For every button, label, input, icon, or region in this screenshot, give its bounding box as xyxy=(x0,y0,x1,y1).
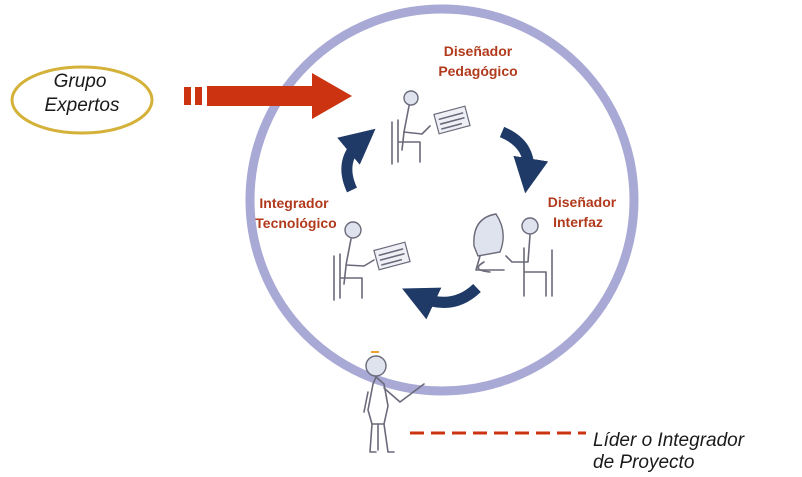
input-arrow xyxy=(184,73,352,119)
role-interface-line1: Diseñador xyxy=(548,194,617,210)
expert-group-ellipse xyxy=(10,65,154,135)
expert-group: Grupo Expertos xyxy=(10,65,154,135)
expert-group-label-line2: Expertos xyxy=(45,95,120,116)
role-interface-line2: Interfaz xyxy=(553,214,603,230)
cycle-arrow-right xyxy=(499,126,549,194)
person-pedagogical-designer-icon xyxy=(391,90,471,165)
expert-group-label-line1: Grupo xyxy=(54,71,107,92)
role-technological-line2: Tecnológico xyxy=(255,215,336,231)
role-pedagogical-line2: Pedagógico xyxy=(438,63,517,79)
input-arrow-body xyxy=(207,73,352,119)
person-technological-integrator-icon xyxy=(333,221,411,301)
leader-label-line2: de Proyecto xyxy=(593,452,694,473)
cycle-arrow-bottom xyxy=(402,283,481,320)
leader-figure-icon xyxy=(363,351,425,453)
role-technological-line1: Integrador xyxy=(259,195,329,211)
team-circle xyxy=(245,4,639,396)
leader-label-line1: Líder o Integrador xyxy=(593,430,745,451)
role-pedagogical-line1: Diseñador xyxy=(444,43,513,59)
person-interface-designer-icon xyxy=(473,213,553,297)
cycle-arrow-top-left xyxy=(337,128,376,193)
